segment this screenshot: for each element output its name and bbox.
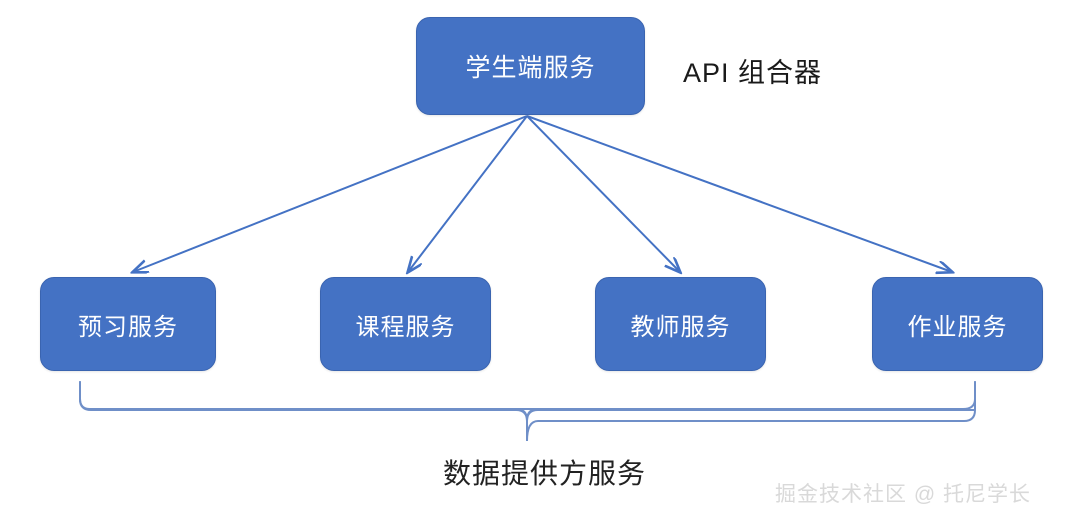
- node-course-service-label: 课程服务: [355, 313, 456, 341]
- node-root-service[interactable]: 学生端服务: [416, 17, 645, 115]
- arrow-root-to-leaf-1: [408, 115, 528, 272]
- arrow-root-to-leaf-0: [133, 115, 528, 272]
- node-root-service-label: 学生端服务: [465, 54, 596, 82]
- watermark-text: 掘金技术社区 @ 托尼学长: [775, 483, 1031, 506]
- api-composer-annotation: API 组合器: [683, 58, 823, 88]
- node-preview-service[interactable]: 预习服务: [40, 277, 216, 371]
- arrow-root-to-leaf-3: [526, 115, 952, 272]
- group-brace: [79, 381, 977, 442]
- node-preview-service-label: 预习服务: [78, 313, 178, 341]
- node-homework-service-label: 作业服务: [907, 313, 1008, 341]
- group-caption: 数据提供方服务: [443, 458, 647, 489]
- node-course-service[interactable]: 课程服务: [320, 277, 491, 371]
- node-teacher-service[interactable]: 教师服务: [595, 277, 766, 371]
- node-homework-service[interactable]: 作业服务: [872, 277, 1043, 371]
- node-teacher-service-label: 教师服务: [630, 313, 731, 341]
- arrow-root-to-leaf-2: [526, 115, 680, 272]
